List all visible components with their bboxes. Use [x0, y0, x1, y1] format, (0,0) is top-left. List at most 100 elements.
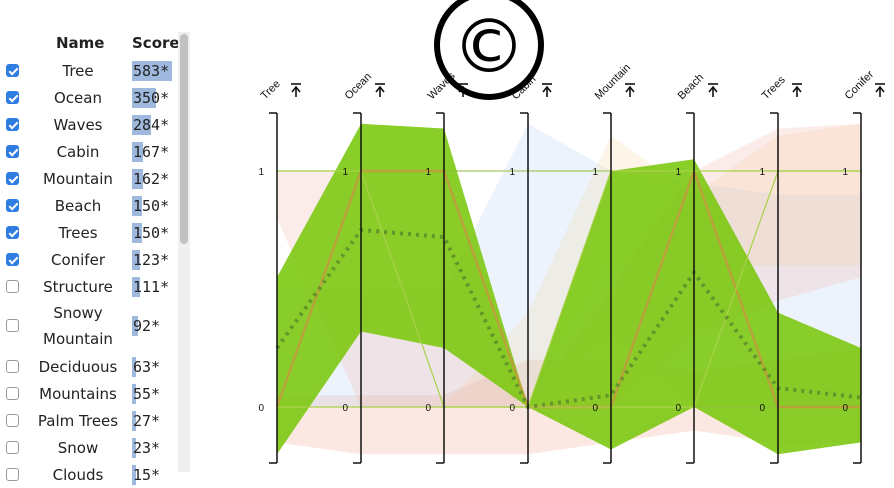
score-value: 350* — [133, 89, 170, 107]
score-bar — [132, 196, 142, 216]
list-item[interactable]: Conifer 123* — [0, 247, 180, 273]
list-item[interactable]: Ocean 350* — [0, 85, 180, 111]
list-item[interactable]: Deciduous 63* — [0, 354, 180, 380]
series-line-tertiary — [277, 170, 861, 408]
score-value: 150* — [133, 224, 170, 242]
item-name: Snowy Mountain — [43, 304, 113, 348]
axis-label: Trees — [760, 74, 788, 102]
score-bar — [132, 465, 136, 485]
checkbox[interactable] — [6, 226, 19, 239]
checkbox[interactable] — [6, 172, 19, 185]
list-item[interactable]: Clouds 15* — [0, 462, 180, 488]
item-name: Structure — [43, 278, 113, 296]
score-bar — [132, 357, 136, 377]
checkbox[interactable] — [6, 253, 19, 266]
axis-tick-label-low: 0 — [425, 403, 431, 414]
checkbox[interactable] — [6, 441, 19, 454]
item-name: Mountains — [39, 385, 117, 403]
list-item[interactable]: Snow 23* — [0, 435, 180, 461]
list-item[interactable]: Trees 150* — [0, 220, 180, 246]
list-item[interactable]: Cabin 167* — [0, 139, 180, 165]
score-value: 284* — [133, 116, 170, 134]
background-band-cream — [277, 123, 861, 408]
score-bar — [132, 411, 136, 431]
axis-label: Conifer — [843, 68, 877, 102]
score-value: 27* — [133, 412, 161, 430]
checkbox[interactable] — [6, 468, 19, 481]
score-bar — [132, 384, 136, 404]
axis-tick-label-high: 1 — [258, 167, 264, 178]
item-name: Palm Trees — [37, 412, 119, 430]
score-bar — [132, 250, 140, 270]
score-value: 92* — [133, 317, 161, 335]
checkbox[interactable] — [6, 387, 19, 400]
axis-label: Beach — [676, 72, 707, 103]
checkbox[interactable] — [6, 145, 19, 158]
item-name: Snow — [57, 439, 99, 457]
checkbox[interactable] — [6, 360, 19, 373]
axis-tick-label-high: 1 — [425, 167, 431, 178]
score-value: 55* — [133, 385, 161, 403]
checkbox[interactable] — [6, 91, 19, 104]
axis-tick-label-low: 0 — [675, 403, 681, 414]
score-value: 123* — [133, 251, 170, 269]
series-mean-dotted — [275, 227, 862, 410]
checkbox[interactable] — [6, 319, 19, 332]
list-item[interactable]: Waves 284* — [0, 112, 180, 138]
checkbox[interactable] — [6, 280, 19, 293]
parallel-coordinates-chart: 10Tree10Ocean10Waves10Cabin10Mountain10B… — [258, 62, 885, 464]
list-item[interactable]: Palm Trees 27* — [0, 408, 180, 434]
checkbox[interactable] — [6, 414, 19, 427]
axis-label: Ocean — [343, 71, 374, 102]
axis-tick-label-low: 0 — [592, 403, 598, 414]
axis-tick-label-high: 1 — [592, 167, 598, 178]
list-item[interactable]: Beach 150* — [0, 193, 180, 219]
item-name: Ocean — [54, 89, 102, 107]
scrollbar-thumb[interactable] — [180, 34, 188, 244]
score-value: 111* — [133, 278, 170, 296]
score-value: 150* — [133, 197, 170, 215]
axis-tick-label-high: 1 — [675, 167, 681, 178]
axis-label: Mountain — [593, 62, 633, 102]
copyright-watermark-icon: © — [434, 0, 544, 100]
item-name: Waves — [53, 116, 103, 134]
score-bar — [132, 61, 172, 81]
category-list-panel: Name Score Tree 583* Ocean 350* Waves 284* Cab… — [0, 0, 192, 485]
checkbox[interactable] — [6, 118, 19, 131]
list-item[interactable]: Snowy Mountain 92* — [0, 300, 180, 352]
score-bar — [132, 169, 143, 189]
item-name: Cabin — [56, 143, 100, 161]
item-name: Deciduous — [38, 358, 118, 376]
item-name: Beach — [54, 197, 102, 215]
selected-band-tree — [277, 123, 861, 455]
list-item[interactable]: Mountains 55* — [0, 381, 180, 407]
score-bar — [132, 277, 140, 297]
score-value: 23* — [133, 439, 161, 457]
axis-tick-label-low: 0 — [509, 403, 515, 414]
series-line-secondary — [277, 170, 861, 408]
column-header-score[interactable]: Score — [132, 34, 180, 52]
copyright-glyph: © — [452, 4, 526, 90]
score-bar — [132, 115, 151, 135]
checkbox[interactable] — [6, 64, 19, 77]
list-item[interactable]: Tree 583* — [0, 58, 180, 84]
item-name: Tree — [62, 62, 94, 80]
axis-tick-label-low: 0 — [759, 403, 765, 414]
list-item[interactable]: Structure 111* — [0, 274, 180, 300]
axis-tick-label-low: 0 — [842, 403, 848, 414]
score-value: 63* — [133, 358, 161, 376]
score-value: 15* — [133, 466, 161, 484]
item-name: Conifer — [50, 251, 105, 269]
item-name: Mountain — [43, 170, 113, 188]
axis-tick-label-high: 1 — [509, 167, 515, 178]
column-header-name[interactable]: Name — [56, 34, 105, 52]
item-name: Trees — [58, 224, 98, 242]
list-scrollbar[interactable] — [178, 32, 190, 472]
score-value: 167* — [133, 143, 170, 161]
axis-label: Tree — [259, 78, 283, 102]
checkbox[interactable] — [6, 199, 19, 212]
axis-tick-label-low: 0 — [342, 403, 348, 414]
score-value: 583* — [133, 62, 170, 80]
item-name: Clouds — [52, 466, 104, 484]
